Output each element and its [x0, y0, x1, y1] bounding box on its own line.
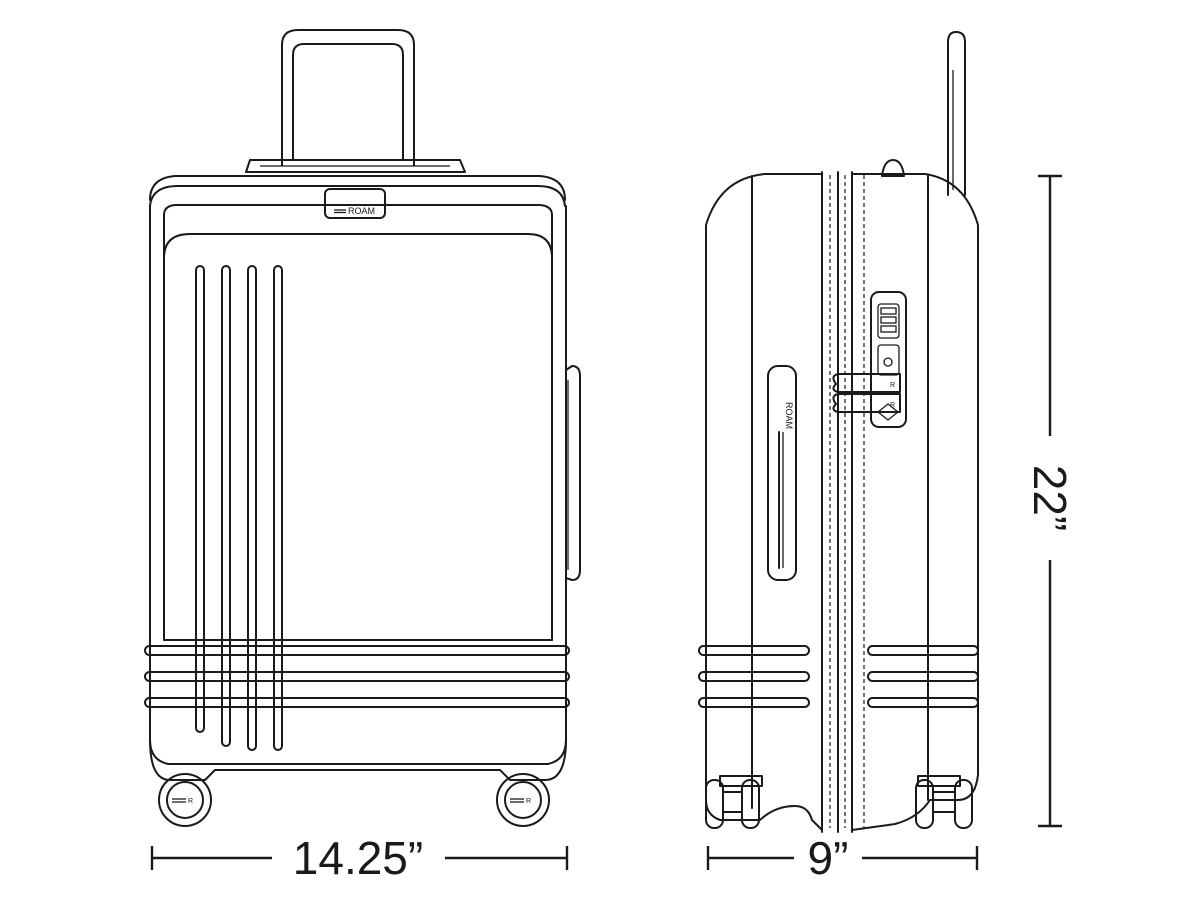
side-shell — [705, 173, 979, 831]
tsa-lock — [870, 291, 907, 428]
front-base — [149, 739, 567, 781]
front-top-cap — [149, 175, 566, 207]
side-wheels-left — [705, 775, 763, 829]
side-view: ROAM R R — [698, 31, 979, 833]
side-brand-label: ROAM — [784, 402, 794, 429]
side-telescoping-handle — [947, 31, 966, 196]
front-brand-label: ROAM — [348, 206, 375, 216]
side-wheels-right — [915, 775, 973, 829]
width-dimension-label: 14.25” — [293, 832, 423, 884]
front-telescoping-handle — [245, 29, 466, 173]
front-horizontal-ribs — [144, 645, 570, 708]
zipper-pull-mark-2: R — [890, 402, 895, 409]
front-wheel-left-mark: R — [188, 798, 193, 805]
front-view: ROAM — [144, 29, 581, 827]
height-dimension: 22” — [1024, 174, 1076, 828]
front-side-handle — [565, 365, 581, 581]
zipper-pulls: R R — [832, 373, 901, 413]
side-ribs — [698, 645, 979, 708]
front-vertical-ribs — [195, 265, 283, 751]
front-wheel-left: R — [158, 773, 212, 827]
side-zipper — [821, 171, 865, 833]
depth-dimension-label: 9” — [808, 832, 849, 884]
front-wheel-right-mark: R — [526, 798, 531, 805]
height-dimension-label: 22” — [1024, 465, 1076, 531]
depth-dimension: 9” — [706, 832, 979, 884]
front-brand-badge: ROAM — [324, 188, 386, 219]
width-dimension: 14.25” — [150, 832, 569, 884]
front-wheel-right: R — [496, 773, 550, 827]
zipper-pull-mark-1: R — [890, 382, 895, 389]
side-handle-slot: ROAM — [767, 365, 797, 581]
side-top-knob — [881, 159, 905, 177]
